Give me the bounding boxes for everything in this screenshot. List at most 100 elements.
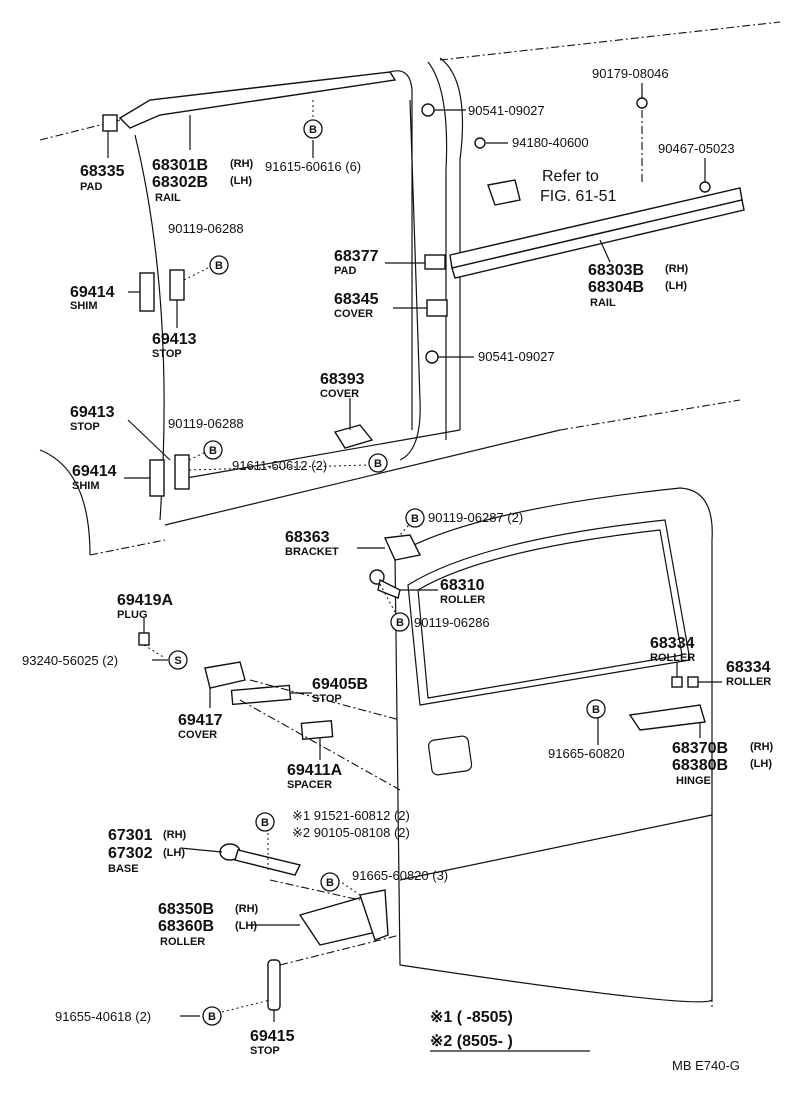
badge-b-note: B: [255, 812, 275, 832]
svg-text:S: S: [174, 655, 181, 667]
figure-code: MB E740-G: [672, 1058, 740, 1073]
label-68377: 68377: [334, 248, 379, 265]
label-stop-1: STOP: [152, 348, 182, 360]
label-93240: 93240-56025 (2): [22, 653, 118, 668]
fastener-94180: [474, 137, 486, 149]
svg-text:B: B: [215, 260, 223, 272]
label-91665-a: 91665-60820: [548, 746, 625, 761]
label-91615: 91615-60616 (6): [265, 159, 361, 174]
label-lh-2: (LH): [665, 280, 687, 292]
labels: 68335 PAD 68301B (RH) 68302B (LH) RAIL 9…: [22, 66, 774, 1073]
label-91665-b: 91665-60820 (3): [352, 868, 448, 883]
label-68335: 68335: [80, 163, 125, 180]
stop-69413-lower: [174, 454, 190, 490]
label-94180: 94180-40600: [512, 135, 589, 150]
pad-68335: [102, 114, 118, 132]
label-hinge: HINGE: [676, 775, 711, 787]
cover-68345: [426, 299, 448, 317]
label-roller-1: ROLLER: [440, 594, 485, 606]
base-67301: [219, 843, 302, 876]
hinge-68370B: [628, 704, 706, 731]
plug-69419A: [138, 632, 150, 646]
label-68304B: 68304B: [588, 279, 644, 296]
label-69413-a: 69413: [152, 331, 197, 348]
svg-text:B: B: [396, 617, 404, 629]
label-rail-1: RAIL: [155, 192, 181, 204]
stop-69405B: [230, 684, 292, 706]
svg-text:B: B: [309, 124, 317, 136]
roller-68350B: [298, 889, 389, 946]
label-roller-4: ROLLER: [160, 936, 205, 948]
label-note-2: ※2 90105-08108 (2): [292, 825, 410, 840]
label-stop-3: STOP: [312, 693, 342, 705]
label-69411A: 69411A: [287, 762, 343, 779]
label-stop-2: STOP: [70, 421, 100, 433]
label-69419A: 69419A: [117, 592, 173, 609]
badge-b-91665a: B: [586, 699, 606, 719]
label-90119-c: 90119-06287 (2): [428, 510, 523, 525]
label-68303B: 68303B: [588, 262, 644, 279]
label-refer-to: Refer to: [542, 168, 599, 185]
refer-bracket: [487, 179, 521, 206]
label-68370B: 68370B: [672, 740, 728, 757]
label-cover-2: COVER: [320, 388, 359, 400]
badge-b-91615: B: [303, 119, 323, 139]
cover-69417: [204, 661, 246, 689]
label-note-1: ※1 91521-60812 (2): [292, 808, 410, 823]
badge-b-90119a: B: [209, 255, 229, 275]
label-base: BASE: [108, 863, 139, 875]
label-lh-5: (LH): [235, 920, 257, 932]
legend-note-2: ※2 (8505- ): [430, 1033, 513, 1050]
rollers-68334: [671, 676, 699, 688]
label-90119-a: 90119-06288: [168, 221, 244, 236]
label-68363: 68363: [285, 529, 330, 546]
svg-text:B: B: [592, 704, 600, 716]
label-lh-3: (LH): [750, 758, 772, 770]
fastener-90541-mid: [425, 350, 439, 364]
svg-text:B: B: [411, 513, 419, 525]
stop-69415: [267, 959, 281, 1011]
label-roller-3: ROLLER: [726, 676, 771, 688]
label-90467: 90467-05023: [658, 141, 735, 156]
label-90119-b: 90119-06288: [168, 416, 244, 431]
leader-lines: [107, 83, 722, 1022]
label-cover-1: COVER: [334, 308, 373, 320]
label-rh-2: (RH): [665, 263, 689, 275]
svg-text:B: B: [326, 877, 334, 889]
badge-s-93240: S: [168, 650, 188, 670]
label-91611: 91611-60612 (2): [232, 458, 327, 473]
badge-b-90119b: B: [203, 440, 223, 460]
label-plug: PLUG: [117, 609, 148, 621]
bracket-68363: [383, 534, 422, 561]
label-rail-2: RAIL: [590, 297, 616, 309]
label-spacer: SPACER: [287, 779, 332, 791]
label-69415: 69415: [250, 1028, 295, 1045]
label-rh-3: (RH): [750, 741, 774, 753]
badge-b-91611: B: [368, 453, 388, 473]
label-91655: 91655-40618 (2): [55, 1009, 151, 1024]
label-90179: 90179-08046: [592, 66, 669, 81]
label-67302: 67302: [108, 845, 153, 862]
label-lh-4: (LH): [163, 847, 185, 859]
fastener-90179: [636, 97, 648, 109]
badge-b-91655: B: [202, 1006, 222, 1026]
center-rail-68303B: [449, 187, 745, 279]
label-68380B: 68380B: [672, 757, 728, 774]
label-rh-1: (RH): [230, 158, 254, 170]
svg-text:B: B: [374, 458, 382, 470]
label-68334-a: 68334: [650, 635, 695, 652]
svg-text:B: B: [261, 817, 269, 829]
stop-69413-upper: [169, 269, 185, 301]
label-68334-b: 68334: [726, 659, 771, 676]
label-68301B: 68301B: [152, 157, 208, 174]
badge-b-90119c: B: [405, 508, 425, 528]
label-69417: 69417: [178, 712, 223, 729]
label-68350B: 68350B: [158, 901, 214, 918]
label-bracket: BRACKET: [285, 546, 339, 558]
label-68310: 68310: [440, 577, 485, 594]
label-67301: 67301: [108, 827, 153, 844]
label-68360B: 68360B: [158, 918, 214, 935]
shim-69414-upper: [139, 272, 155, 312]
svg-text:B: B: [209, 445, 217, 457]
